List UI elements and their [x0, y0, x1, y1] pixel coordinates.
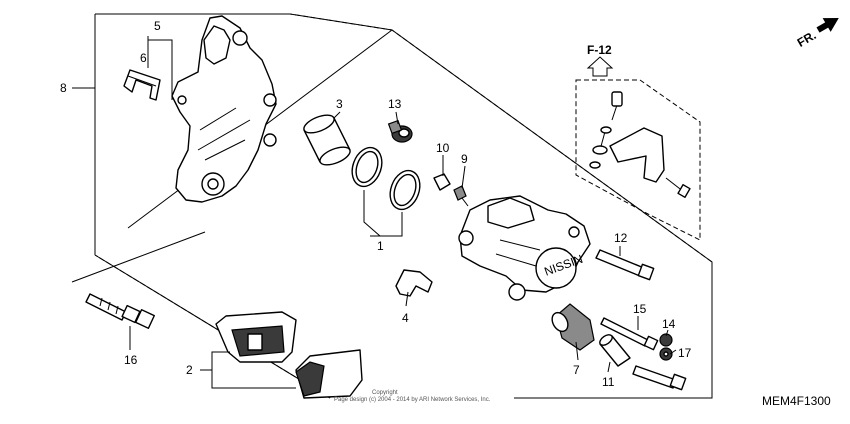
callout-13: 13 [388, 97, 402, 111]
callout-5: 5 [154, 19, 161, 33]
arrow-right-icon [816, 18, 839, 33]
callout-11: 11 [602, 375, 615, 389]
callout-2: 2 [186, 363, 193, 377]
callout-6: 6 [140, 51, 147, 65]
callout-7: 7 [573, 363, 580, 377]
copyright-line1: Copyright [372, 390, 398, 396]
pad-spring [395, 269, 433, 297]
callout-4: 4 [402, 311, 409, 325]
leader-lines [72, 36, 677, 389]
brake-pad-upper [215, 311, 297, 363]
piston-seals [351, 146, 421, 211]
caliper-body: NISSIN [458, 195, 591, 301]
f12-reference-box [575, 56, 701, 241]
front-direction-indicator: FR. [795, 18, 839, 50]
bleeder-valve [453, 185, 469, 207]
reference-label: F-12 [587, 43, 612, 57]
callout-16: 16 [124, 353, 138, 367]
nut-14 [659, 333, 673, 347]
piston [303, 114, 351, 166]
brake-hose [589, 91, 691, 199]
mounting-bolt-16 [85, 293, 156, 330]
direction-label: FR. [795, 28, 819, 50]
callout-15: 15 [633, 302, 647, 316]
callout-1: 1 [377, 239, 384, 253]
callout-8: 8 [60, 81, 67, 95]
bolt-17 [632, 365, 687, 391]
pin-boot [387, 119, 413, 143]
washer-17 [659, 347, 673, 361]
callout-17: 17 [678, 346, 692, 360]
bolt-15 [600, 317, 659, 351]
pad-retainer-clip [123, 69, 161, 101]
copyright-line2: Page design (c) 2004 - 2014 by ARI Netwo… [334, 397, 491, 403]
bleeder-cap [433, 173, 451, 191]
brake-pad-lower [295, 349, 363, 399]
caliper-bracket [171, 15, 277, 203]
callout-3: 3 [336, 97, 343, 111]
callout-14: 14 [662, 317, 676, 331]
callout-9: 9 [461, 152, 468, 166]
sleeve [599, 334, 631, 367]
callout-10: 10 [436, 141, 450, 155]
pin-bolt-12 [595, 249, 655, 281]
diagram-code: MEM4F1300 [762, 394, 831, 408]
sleeve-boot [551, 303, 595, 351]
callout-12: 12 [614, 231, 628, 245]
